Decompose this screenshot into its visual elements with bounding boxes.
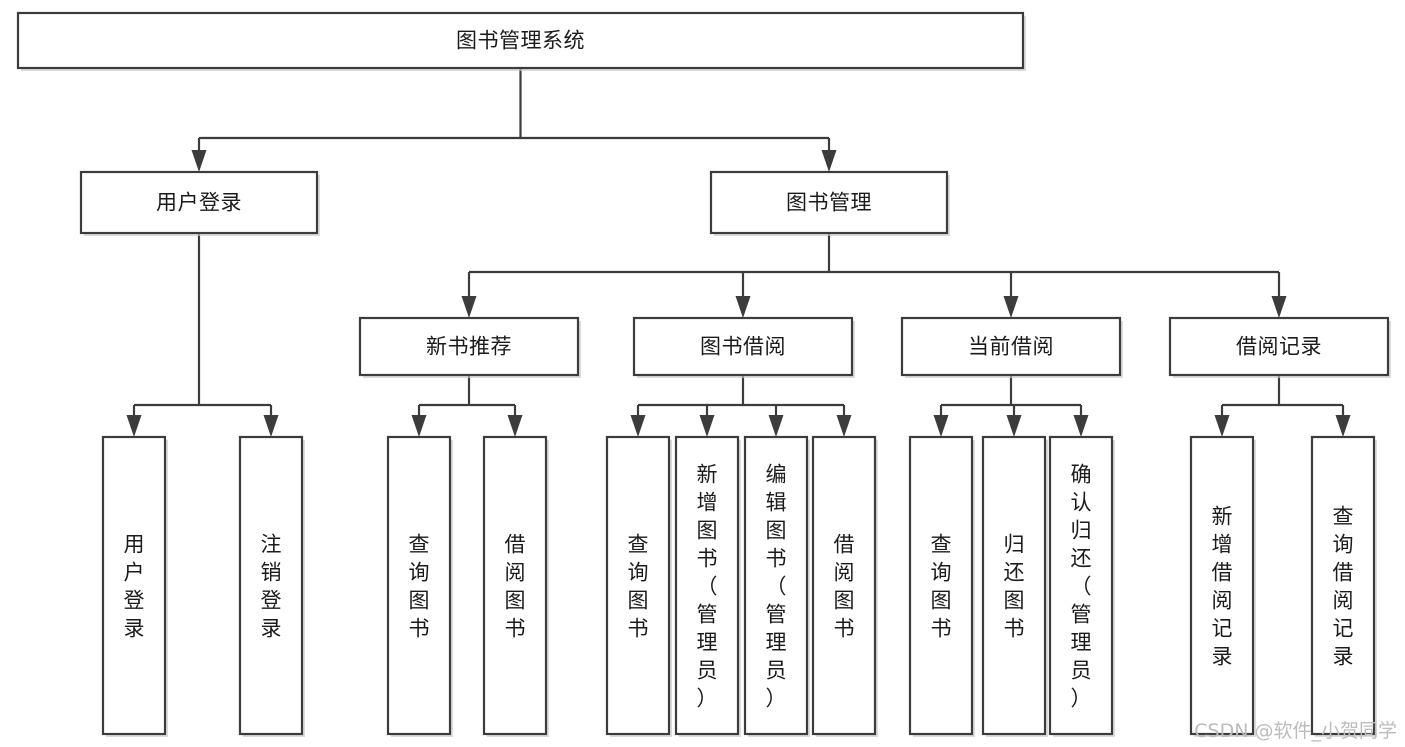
arrow-head-icon <box>768 415 784 437</box>
node-box-leaf[interactable] <box>1310 435 1376 736</box>
connector-new-book-recommend <box>411 375 523 437</box>
node-label: 用户登录 <box>124 532 145 640</box>
node-box-leaf[interactable] <box>482 435 548 736</box>
connector-book-manage <box>461 233 1287 318</box>
node-box-level3[interactable] <box>632 316 854 377</box>
node-label: 归还图书 <box>1004 532 1025 640</box>
node-label: 借阅图书 <box>834 532 855 640</box>
node-leaf-add-book-admin[interactable]: 新增图书（管理员） <box>674 435 741 737</box>
node-label: 查询图书 <box>628 532 649 640</box>
node-label: 当前借阅 <box>968 335 1054 359</box>
node-leaf-return-book[interactable]: 归还图书 <box>981 435 1048 737</box>
node-box-leaf[interactable] <box>605 435 671 736</box>
node-leaf-user-logout[interactable]: 注销登录 <box>238 435 305 737</box>
node-box-level2[interactable] <box>709 170 949 235</box>
node-label: 借阅图书 <box>505 532 526 640</box>
arrow-head-icon <box>1214 415 1230 437</box>
arrow-head-icon <box>191 150 207 172</box>
node-layer: 图书管理系统用户登录图书管理新书推荐图书借阅当前借阅借阅记录用户登录注销登录查询… <box>16 11 1391 737</box>
arrow-head-icon <box>461 296 477 318</box>
arrow-head-icon <box>630 415 646 437</box>
node-leaf-borrow-book-borrow[interactable]: 借阅图书 <box>811 435 878 737</box>
watermark-text: CSDN @软件_小贺同学 <box>1194 720 1397 742</box>
node-box-leaf[interactable] <box>1189 435 1255 736</box>
node-leaf-user-login[interactable]: 用户登录 <box>101 435 168 737</box>
node-label: 查询图书 <box>931 532 952 640</box>
arrow-head-icon <box>735 296 751 318</box>
node-label: 图书管理系统 <box>456 29 585 53</box>
node-label: 编辑图书（管理员） <box>766 462 787 710</box>
node-leaf-query-book-recommend[interactable]: 查询图书 <box>386 435 453 737</box>
arrow-head-icon <box>1003 296 1019 318</box>
node-root[interactable]: 图书管理系统 <box>16 11 1026 71</box>
connector-borrow-record <box>1214 375 1351 437</box>
arrow-head-icon <box>1335 415 1351 437</box>
node-leaf-query-borrow-record[interactable]: 查询借阅记录 <box>1310 435 1377 737</box>
node-book-borrow[interactable]: 图书借阅 <box>632 316 855 378</box>
node-box-level3[interactable] <box>900 316 1122 377</box>
node-label: 借阅记录 <box>1236 335 1322 359</box>
connector-layer <box>126 68 1351 437</box>
node-new-book-recommend[interactable]: 新书推荐 <box>358 316 581 378</box>
node-leaf-edit-book-admin[interactable]: 编辑图书（管理员） <box>743 435 810 737</box>
node-box-leaf[interactable] <box>811 435 877 736</box>
node-box-leaf[interactable] <box>743 435 809 736</box>
node-leaf-confirm-return-admin[interactable]: 确认归还（管理员） <box>1048 435 1115 737</box>
arrow-head-icon <box>1073 415 1089 437</box>
node-leaf-query-book-current[interactable]: 查询图书 <box>908 435 975 737</box>
node-current-borrow[interactable]: 当前借阅 <box>900 316 1123 378</box>
arrow-head-icon <box>1271 296 1287 318</box>
arrow-head-icon <box>836 415 852 437</box>
node-box-level3[interactable] <box>358 316 580 377</box>
node-box-leaf[interactable] <box>386 435 452 736</box>
node-box-level2[interactable] <box>79 170 319 235</box>
arrow-head-icon <box>699 415 715 437</box>
node-label: 用户登录 <box>156 191 242 215</box>
node-label: 确认归还（管理员） <box>1071 462 1092 710</box>
arrow-head-icon <box>126 415 142 437</box>
node-book-manage[interactable]: 图书管理 <box>709 170 950 236</box>
arrow-head-icon <box>263 415 279 437</box>
connector-current-borrow <box>933 375 1089 437</box>
node-box-leaf[interactable] <box>238 435 304 736</box>
arrow-head-icon <box>1006 415 1022 437</box>
node-label: 查询借阅记录 <box>1333 504 1354 668</box>
node-label: 图书管理 <box>786 191 872 215</box>
arrow-head-icon <box>933 415 949 437</box>
node-label: 新书推荐 <box>426 335 512 359</box>
node-label: 查询图书 <box>409 532 430 640</box>
node-leaf-add-borrow-record[interactable]: 新增借阅记录 <box>1189 435 1256 737</box>
node-box-leaf[interactable] <box>1048 435 1114 736</box>
node-label: 新增图书（管理员） <box>697 462 718 710</box>
node-box-leaf[interactable] <box>981 435 1047 736</box>
arrow-head-icon <box>507 415 523 437</box>
node-leaf-query-book-borrow[interactable]: 查询图书 <box>605 435 672 737</box>
connector-book-borrow <box>630 375 852 437</box>
node-label: 图书借阅 <box>700 335 786 359</box>
arrow-head-icon <box>821 150 837 172</box>
node-box-root[interactable] <box>16 11 1025 70</box>
node-label: 新增借阅记录 <box>1212 504 1233 668</box>
node-box-level3[interactable] <box>1168 316 1390 377</box>
node-label: 注销登录 <box>261 532 282 640</box>
node-borrow-record[interactable]: 借阅记录 <box>1168 316 1391 378</box>
node-box-leaf[interactable] <box>908 435 974 736</box>
connector-user-login <box>126 233 279 437</box>
node-leaf-borrow-book-recommend[interactable]: 借阅图书 <box>482 435 549 737</box>
connector-root <box>191 68 837 172</box>
arrow-head-icon <box>411 415 427 437</box>
node-user-login[interactable]: 用户登录 <box>79 170 320 236</box>
node-box-leaf[interactable] <box>101 435 167 736</box>
node-box-leaf[interactable] <box>674 435 740 736</box>
